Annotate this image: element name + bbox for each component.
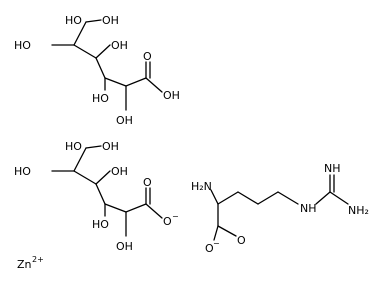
hydroxyl-label: HO (14, 165, 31, 178)
arginine-molecule: H₂N NH NH NH₂ O O − (191, 162, 369, 255)
carbonyl-oxygen-label: O (237, 234, 246, 247)
bond (210, 189, 219, 205)
bond (73, 21, 87, 46)
bond (104, 203, 127, 213)
bond (125, 77, 147, 87)
bond (145, 77, 163, 93)
bond (95, 170, 111, 185)
negative-charge-label: − (213, 239, 220, 248)
guanidino-nh-label: NH (300, 202, 317, 215)
bond (213, 225, 219, 241)
bond (95, 57, 106, 79)
bond (104, 77, 127, 87)
guanidino-amine-label: NH₂ (348, 204, 369, 217)
bond (73, 44, 97, 59)
hydroxyl-label: HO (92, 218, 109, 231)
hydroxyl-label: HO (65, 14, 82, 27)
bond (217, 191, 239, 205)
carboxylate-oxygen-label: O (205, 242, 214, 255)
amine-label: H₂N (191, 180, 212, 193)
bond (329, 191, 349, 205)
acid-hydroxyl-label: OH (163, 89, 180, 102)
hydroxyl-label: HO (65, 140, 82, 153)
bond (85, 145, 102, 149)
zinc-charge: 2+ (32, 255, 44, 264)
bond (85, 19, 102, 23)
hydroxyl-label: OH (111, 39, 128, 52)
gluconate-molecule: HO HO OH OH HO OH O O − (14, 140, 179, 253)
hydroxyl-label: OH (116, 114, 133, 127)
hydroxyl-label: HO (92, 92, 109, 105)
zinc-symbol: Zn (17, 258, 32, 271)
bond (277, 191, 299, 205)
bond (125, 203, 147, 213)
bond (73, 147, 87, 172)
bond (237, 191, 259, 205)
hydroxyl-label: OH (111, 165, 128, 178)
imine-label: NH (324, 162, 341, 175)
bond (145, 203, 163, 219)
bond (217, 225, 237, 237)
carbonyl-oxygen-label: O (143, 50, 152, 63)
carboxylate-oxygen-label: O (163, 215, 172, 228)
hydroxyl-label: HO (14, 39, 31, 52)
bond (95, 44, 111, 59)
bond (73, 170, 97, 185)
negative-charge-label: − (172, 212, 179, 221)
bond (315, 191, 331, 205)
zinc-ion: Zn 2+ (17, 255, 44, 271)
bond (257, 191, 279, 205)
hydroxyl-label: OH (102, 140, 119, 153)
hydroxyl-label: OH (116, 240, 133, 253)
hydroxyl-label: OH (102, 14, 119, 27)
carbonyl-oxygen-label: O (143, 176, 152, 189)
gluconic-acid-molecule: HO HO OH OH HO OH O OH (14, 14, 180, 127)
bond (95, 183, 106, 205)
